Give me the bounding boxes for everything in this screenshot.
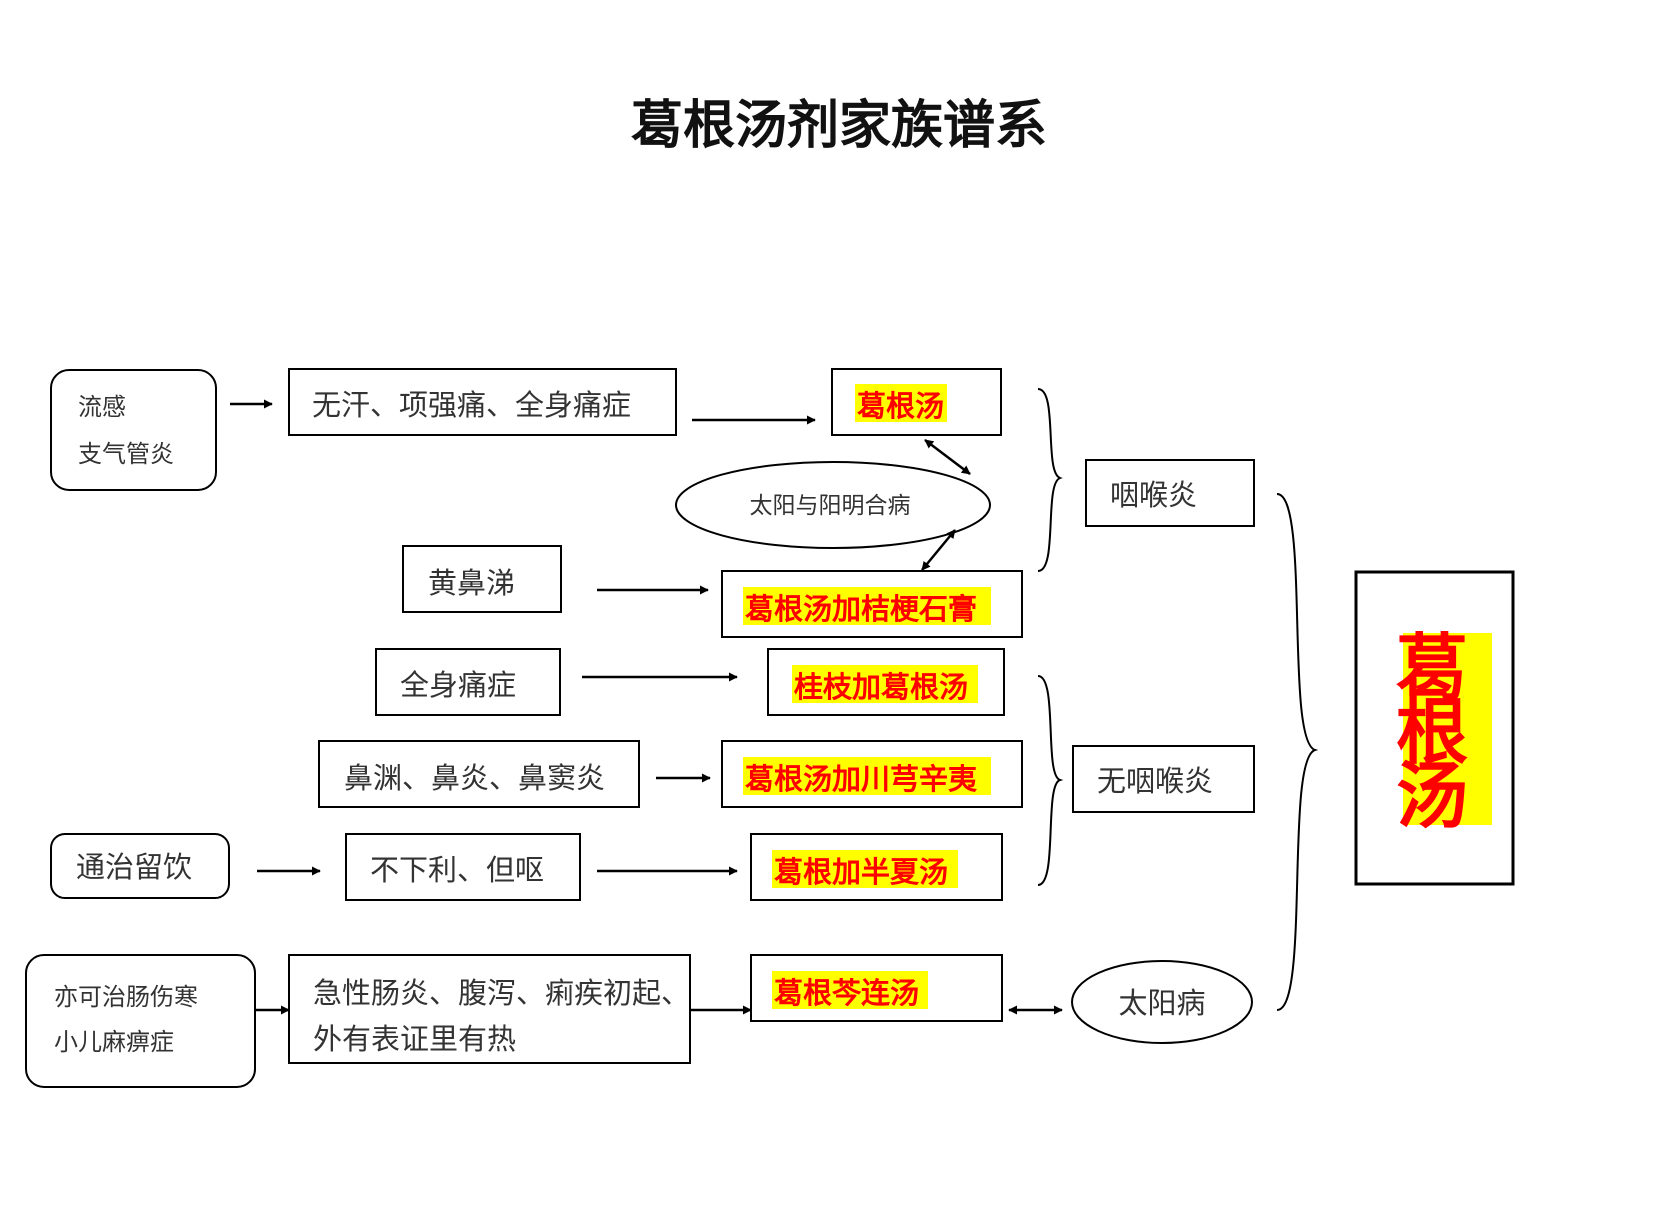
symptom-box-6 xyxy=(288,954,691,1064)
formula-1-label: 葛根汤 xyxy=(857,389,944,423)
formula-1-highlight xyxy=(855,384,947,422)
formula-6-highlight xyxy=(772,971,928,1009)
symptom-box-3 xyxy=(375,648,561,716)
symptom-1-label: 无汗、项强痛、全身痛症 xyxy=(312,388,631,422)
disease-box-flu xyxy=(50,369,217,491)
pharyngitis-label: 咽喉炎 xyxy=(1110,478,1197,512)
taiyang-yangming-label: 太阳与阳明合病 xyxy=(750,493,911,519)
disease-box-typhoid xyxy=(25,954,256,1088)
formula-4-highlight xyxy=(743,757,991,795)
disease-box-fluid xyxy=(50,833,230,899)
main-formula-char-2: 根 xyxy=(1396,689,1468,774)
diagram-title: 葛根汤剂家族谱系 xyxy=(631,95,1047,156)
no-pharyngitis-label: 无咽喉炎 xyxy=(1097,764,1213,798)
main-formula-char-3: 汤 xyxy=(1396,753,1468,838)
brace-pharyngitis xyxy=(1037,388,1063,572)
symptom-box-2 xyxy=(402,545,562,613)
main-formula-highlight xyxy=(1403,633,1492,825)
disease-typhoid-label: 亦可治肠伤寒 xyxy=(54,983,198,1011)
symptom-6-label-line2: 外有表证里有热 xyxy=(313,1022,516,1056)
formula-5-label: 葛根加半夏汤 xyxy=(774,855,948,889)
taiyang-label: 太阳病 xyxy=(1118,986,1205,1020)
symptom-box-5 xyxy=(345,833,581,901)
oval-taiyang xyxy=(1071,960,1253,1044)
arrow-oval-formula2 xyxy=(921,529,956,571)
pharyngitis-box xyxy=(1085,459,1255,527)
formula-6-label: 葛根芩连汤 xyxy=(774,976,919,1010)
brace-no-pharyngitis xyxy=(1037,675,1064,886)
symptom-6-label-line1: 急性肠炎、腹泻、痢疾初起、 xyxy=(313,976,690,1010)
disease-polio-label: 小儿麻痹症 xyxy=(54,1028,174,1056)
symptom-box-4 xyxy=(318,740,640,808)
disease-fluid-label: 通治留饮 xyxy=(76,850,192,884)
formula-3-highlight xyxy=(792,665,978,703)
formula-4-label: 葛根汤加川芎辛夷 xyxy=(745,762,978,796)
arrow-formula1-oval xyxy=(924,439,971,475)
oval-taiyang-yangming xyxy=(675,461,991,549)
symptom-box-1 xyxy=(288,368,677,436)
symptom-5-label: 不下利、但呕 xyxy=(370,853,544,887)
formula-2-label: 葛根汤加桔梗石膏 xyxy=(745,592,977,626)
formula-2-highlight xyxy=(743,587,991,625)
disease-flu-label: 流感 xyxy=(78,393,126,421)
main-formula-char-1: 葛 xyxy=(1396,625,1468,710)
formula-5-highlight xyxy=(772,850,958,888)
symptom-4-label: 鼻渊、鼻炎、鼻窦炎 xyxy=(344,761,605,795)
brace-main xyxy=(1276,493,1319,1011)
formula-3-label: 桂枝加葛根汤 xyxy=(794,670,968,704)
symptom-3-label: 全身痛症 xyxy=(400,668,516,702)
disease-bronchitis-label: 支气管炎 xyxy=(78,440,174,468)
no-pharyngitis-box xyxy=(1072,745,1255,813)
symptom-2-label: 黄鼻涕 xyxy=(428,566,515,600)
